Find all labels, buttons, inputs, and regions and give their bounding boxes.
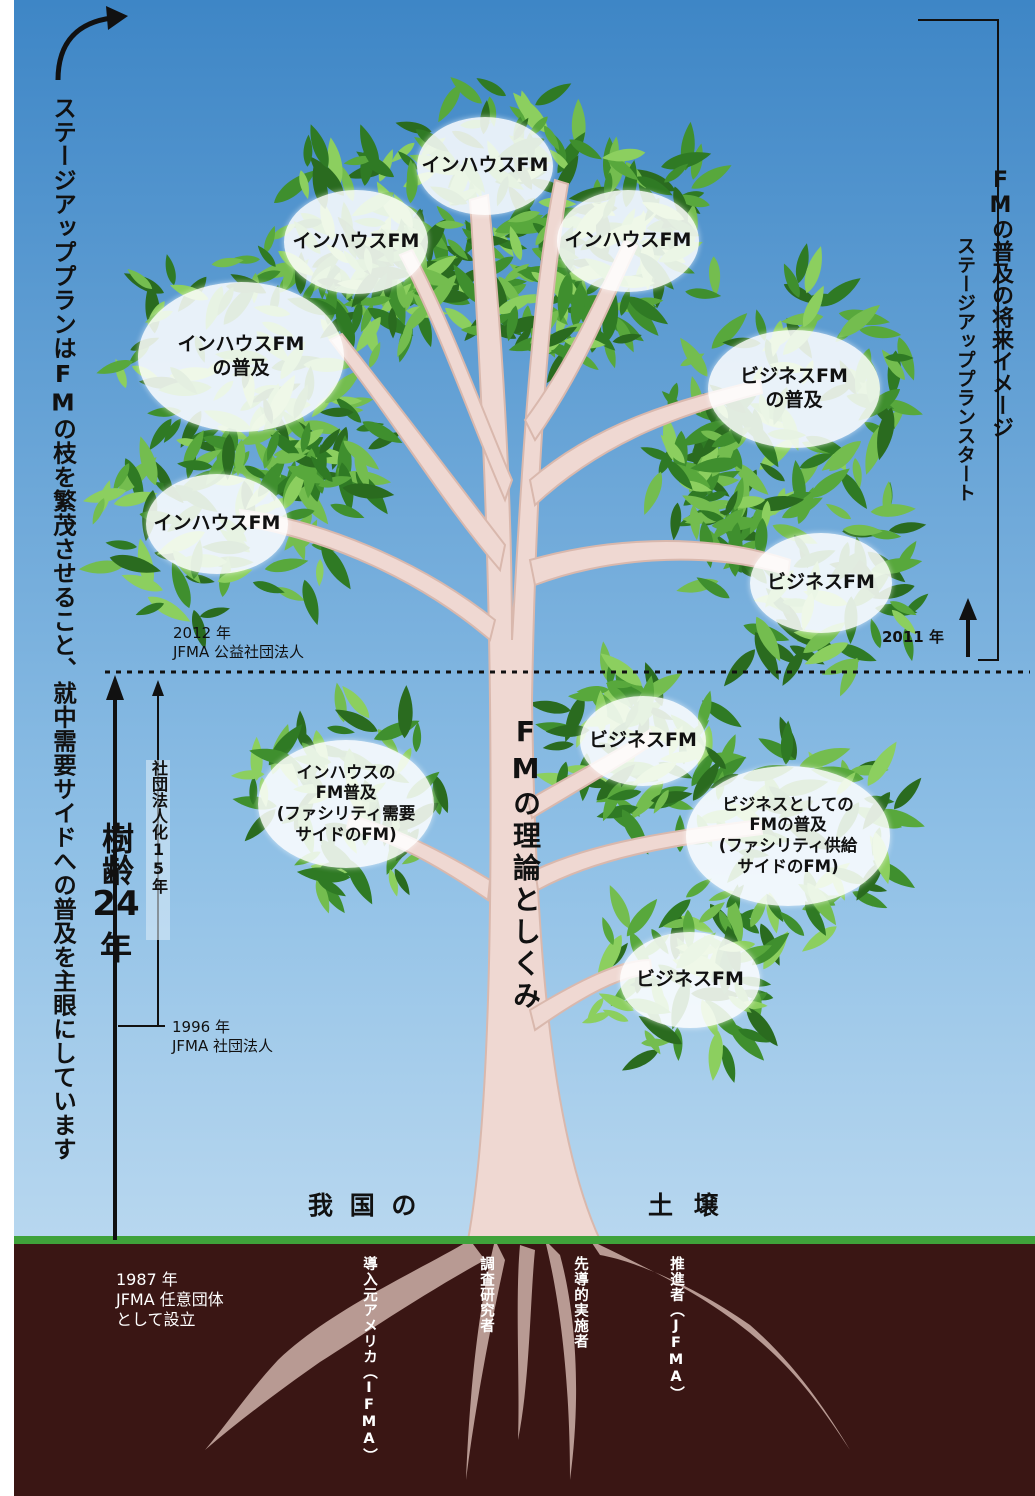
tree-age-line1: 樹齢	[97, 822, 135, 886]
bubble-inhouse-fm-spread: インハウスFM の普及	[138, 282, 344, 432]
timeline-1996-label: 1996 年 JFMA 社団法人	[172, 1018, 274, 1055]
ground-label-left: 我 国 の	[308, 1191, 421, 1220]
tree-age-number: 24	[92, 884, 140, 924]
future-image-title: FMの普及の将来イメージ	[988, 168, 1013, 438]
bubble-business-fm-right: ビジネスFM	[750, 533, 892, 633]
trunk-theory-label: FMの理論としくみ	[509, 715, 542, 1013]
root-label-promoter-jfma: 推進者（JFMA）	[668, 1256, 684, 1402]
bubble-inhouse-fm-upper-right: インハウスFM	[557, 190, 699, 292]
bubble-business-fm-lower-top: ビジネスFM	[580, 696, 706, 786]
bubble-business-fm-lower: ビジネスFM	[620, 932, 760, 1028]
bubble-inhouse-fm-upper-left: インハウスFM	[284, 190, 428, 294]
curved-arrow-icon	[55, 15, 113, 81]
root-label-researchers: 調査研究者	[478, 1256, 494, 1334]
right-period-bracket	[918, 19, 999, 661]
bubble-inhouse-fm-left: インハウスFM	[146, 474, 288, 574]
tree-age-unit: 年	[99, 929, 132, 968]
bubble-inhouse-fm-top: インハウスFM	[417, 117, 553, 215]
right-2011-arrow-head-icon	[959, 598, 977, 620]
grass-line	[14, 1236, 1035, 1244]
incorporation-arrow-head-icon	[152, 680, 164, 696]
curved-arrow-head-icon	[106, 6, 128, 30]
root-label-pioneers: 先導的実施者	[572, 1256, 588, 1349]
age-arrow-head-icon	[106, 675, 124, 700]
bubble-business-fm-spread: ビジネスFM の普及	[708, 330, 880, 448]
bubble-inhouse-demand-side: インハウスの FM普及 (ファシリティ需要 サイドのFM)	[258, 740, 434, 868]
incorporation-years-label: 社団法人化15年	[146, 760, 170, 940]
root-label-america-ifma: 導入元アメリカ（IFMA）	[361, 1256, 377, 1464]
timeline-2011-label: 2011 年	[882, 628, 944, 646]
tree-age-label: 樹齢 24 年	[86, 822, 146, 969]
stage-up-plan-start-label: ステージアッププランスタート	[954, 236, 976, 502]
timeline-2012-label: 2012 年 JFMA 公益社団法人	[173, 624, 305, 661]
bubble-business-supply-side: ビジネスとしての FMの普及 (ファシリティ供給 サイドのFM)	[686, 766, 890, 906]
left-stage-up-description: ステージアッププランはFMの枝を繁茂させること、就中需要サイドへの普及を主眼にし…	[49, 96, 77, 1161]
timeline-1987-label: 1987 年 JFMA 任意団体 として設立	[116, 1270, 224, 1329]
roots	[205, 1240, 850, 1480]
ground-label-right: 土 壌	[648, 1191, 725, 1220]
